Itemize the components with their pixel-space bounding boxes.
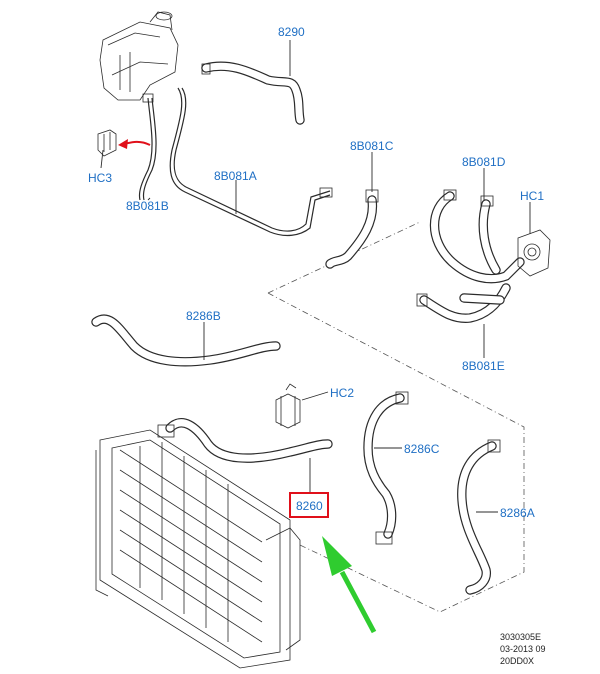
highlight-box-8260 (289, 492, 329, 518)
callout-8286A: 8286A (500, 506, 535, 520)
callout-8286B: 8286B (186, 309, 221, 323)
callout-8290: 8290 (278, 25, 305, 39)
callout-8286C: 8286C (404, 442, 440, 456)
red-arrowhead (118, 139, 128, 149)
expansion-tank (99, 11, 179, 101)
callout-8B081E: 8B081E (462, 359, 505, 373)
green-arrowhead (322, 536, 352, 576)
leader-lines (100, 40, 531, 513)
hose-8B081C (325, 189, 379, 269)
callout-8260: 8260 (296, 499, 323, 513)
footer-line-2: 03-2013 09 (500, 644, 546, 654)
hose-8B081B (138, 93, 157, 201)
callout-8B081C: 8B081C (350, 139, 394, 153)
footer-line-3: 20DD0X (500, 656, 534, 666)
callout-HC2: HC2 (330, 386, 354, 400)
thermostat-HC1 (517, 229, 551, 277)
hose-8B081E (416, 283, 511, 323)
callout-8B081B: 8B081B (126, 199, 169, 213)
hose-8B081D (429, 189, 525, 284)
callout-8B081A: 8B081A (214, 169, 257, 183)
callout-HC3: HC3 (88, 171, 112, 185)
callout-HC1: HC1 (520, 189, 544, 203)
hose-8286A (457, 439, 501, 595)
radiator (95, 429, 301, 669)
clamp-HC2 (275, 383, 301, 429)
footer-line-1: 3030305E (500, 632, 541, 642)
hose-8260 (157, 418, 333, 463)
green-arrow (339, 570, 377, 634)
callout-8B081D: 8B081D (462, 155, 506, 169)
sensor-HC3 (97, 129, 117, 157)
hose-8286B (91, 314, 281, 367)
red-arrow (123, 140, 151, 146)
hose-8290 (201, 61, 305, 125)
hose-8B081A (169, 87, 333, 237)
hose-8286C (363, 391, 409, 545)
